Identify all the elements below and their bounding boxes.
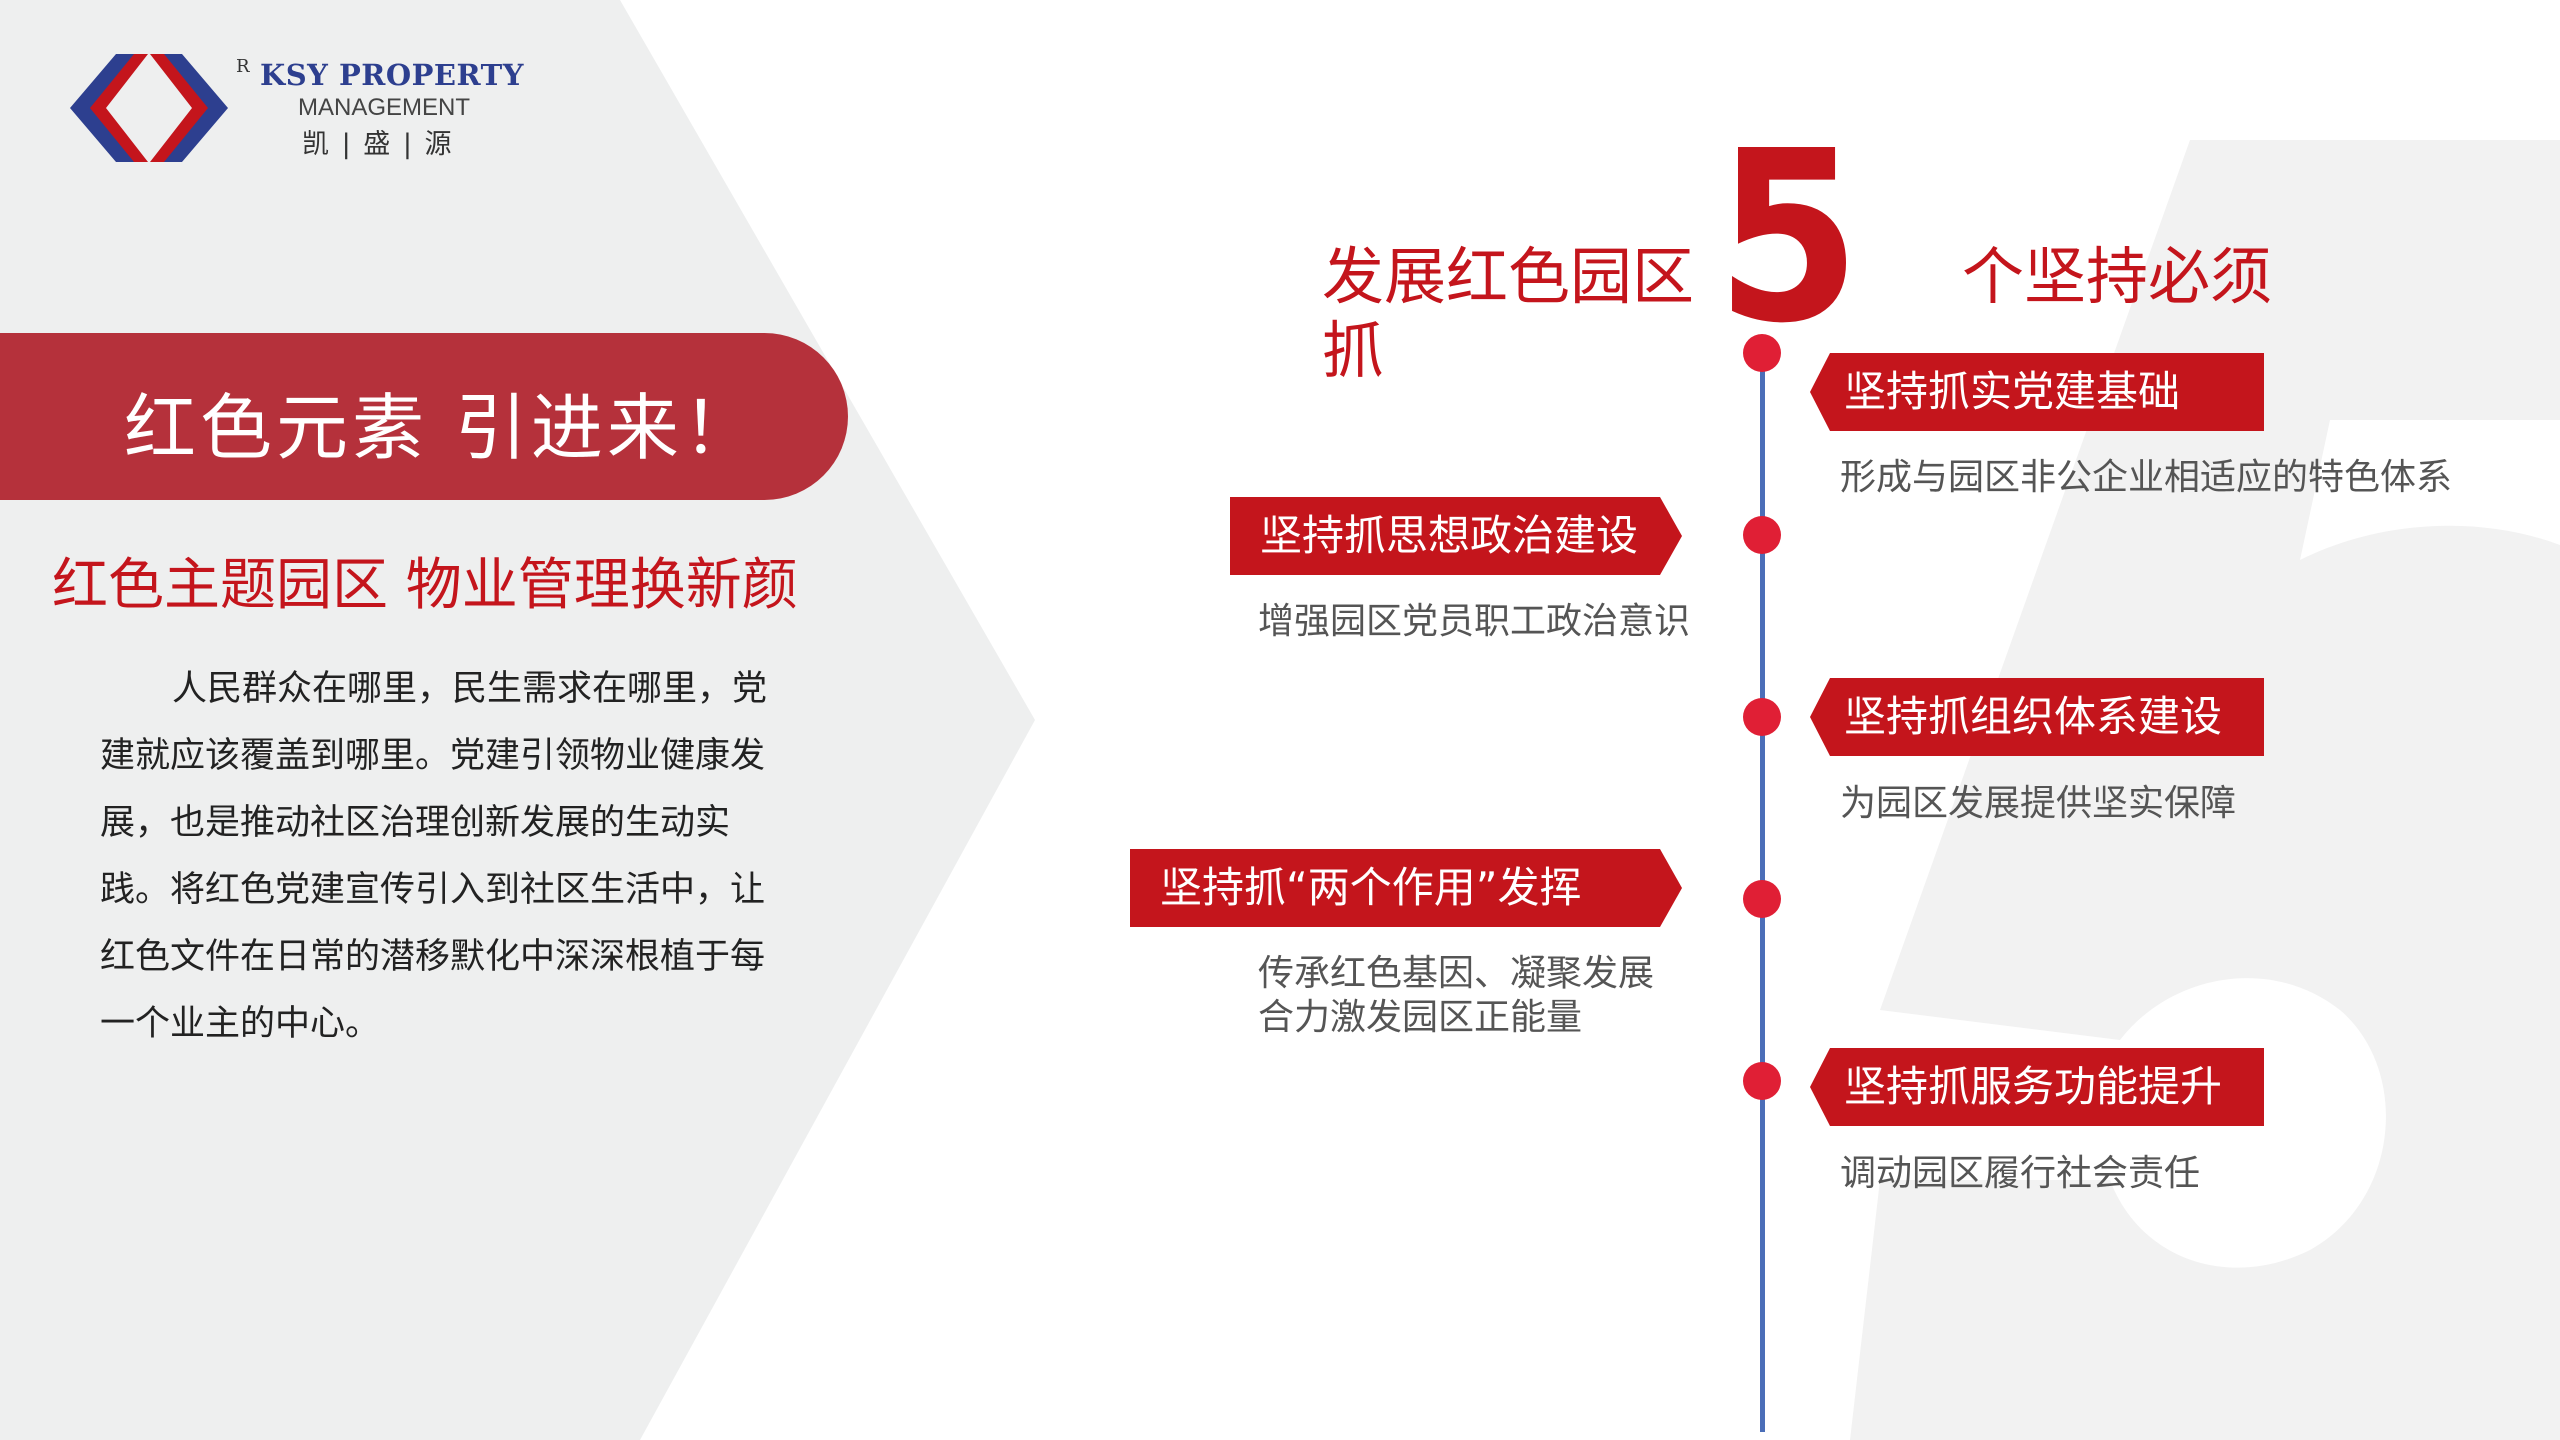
intro-paragraph-text: 人民群众在哪里，民生需求在哪里，党建就应该覆盖到哪里。党建引领物业健康发展，也是… [100, 669, 768, 1044]
headline-part2: 抓 [1322, 314, 1385, 387]
item-tag-3: 坚持抓组织体系建设 [1810, 678, 2264, 756]
logo-registered-mark: R [236, 56, 250, 77]
item-desc-1: 形成与园区非公企业相适应的特色体系 [1840, 457, 2453, 498]
item-tag-4: 坚持抓“两个作用”发挥 [1130, 849, 1682, 927]
timeline-dot-4 [1743, 880, 1781, 918]
logo-chevron-icon [70, 54, 228, 162]
item-tag-1: 坚持抓实党建基础 [1810, 353, 2264, 431]
watermark-number [1850, 140, 2560, 1440]
timeline-dot-2 [1743, 516, 1781, 554]
headline-part3: 个坚持必须 [1962, 240, 2273, 313]
item-desc-4b: 合力激发园区正能量 [1258, 997, 1583, 1038]
timeline-dot-5 [1743, 1062, 1781, 1100]
intro-paragraph: 人民群众在哪里，民生需求在哪里，党建就应该覆盖到哪里。党建引领物业健康发展，也是… [100, 656, 780, 1058]
item-desc-3: 为园区发展提供坚实保障 [1840, 783, 2237, 824]
item-tag-5: 坚持抓服务功能提升 [1810, 1048, 2264, 1126]
item-desc-5: 调动园区履行社会责任 [1840, 1153, 2201, 1194]
banner-title: 红色元素 引进来！ [124, 386, 759, 470]
logo-name-sub: MANAGEMENT [298, 94, 471, 121]
timeline-dot-1 [1743, 334, 1781, 372]
item-tag-2: 坚持抓思想政治建设 [1230, 497, 1682, 575]
company-logo: R KSY PROPERTY MANAGEMENT 凯 | 盛 | 源 [64, 52, 544, 172]
headline-part1: 发展红色园区 [1322, 240, 1695, 313]
headline-number: 5 [1716, 100, 1861, 375]
title-banner: 红色元素 引进来！ [0, 333, 848, 500]
section-subtitle: 红色主题园区 物业管理换新颜 [52, 553, 798, 618]
item-desc-2: 增强园区党员职工政治意识 [1258, 601, 1691, 642]
item-desc-4a: 传承红色基因、凝聚发展 [1258, 953, 1655, 994]
timeline-dot-3 [1743, 698, 1781, 736]
logo-name-en: KSY PROPERTY [260, 58, 524, 92]
logo-name-cn: 凯 | 盛 | 源 [302, 129, 454, 160]
